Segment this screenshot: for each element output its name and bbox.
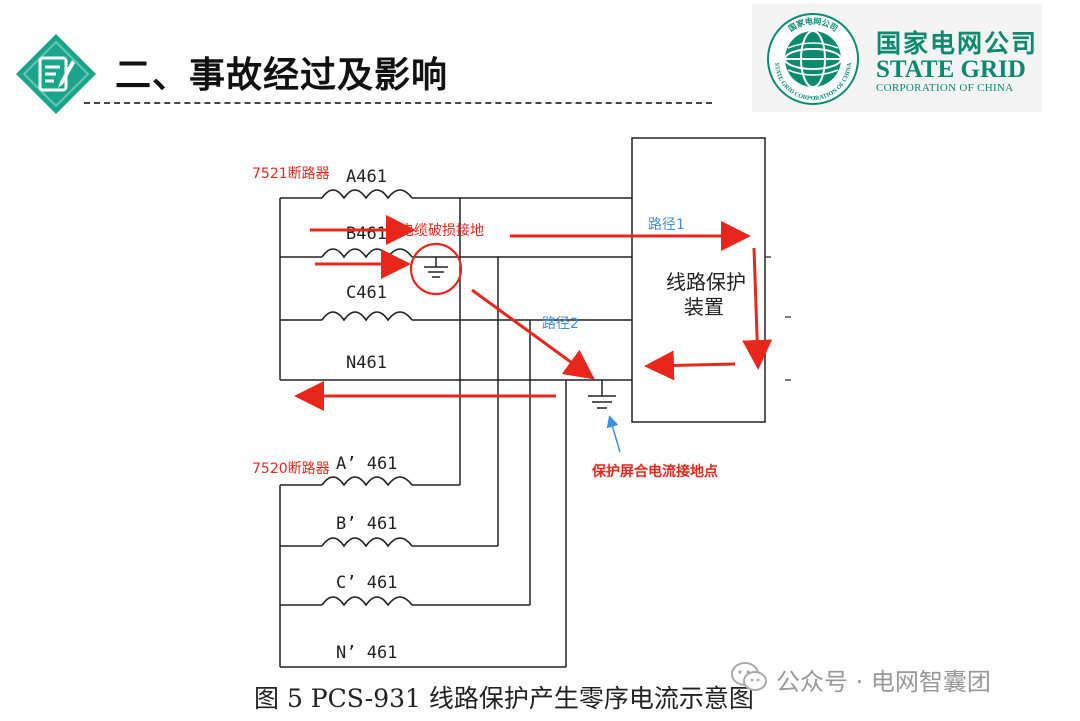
coil-label-a-prime-461: A’ 461 — [336, 454, 397, 474]
fault-label: 电缆破损接地 — [400, 222, 484, 239]
flow-arrow — [644, 350, 736, 381]
wechat-icon — [731, 662, 767, 691]
coil-label-n461: N461 — [346, 353, 387, 373]
coil-c461 — [321, 311, 413, 322]
fault-ground-icon — [424, 257, 448, 278]
flow-arrow — [471, 288, 595, 380]
breaker-7521-label: 7521断路器 — [252, 166, 330, 182]
line-protection-device — [631, 137, 766, 423]
upper-breaker-wiring — [279, 197, 632, 381]
document-edit-icon — [16, 34, 96, 114]
coil-a-prime-461 — [321, 476, 413, 487]
flow-arrow — [742, 247, 773, 370]
logo-english-subtitle: CORPORATION OF CHINA — [876, 82, 1014, 94]
page-title: 二、事故经过及影响 — [115, 55, 449, 96]
coil-label-c461: C461 — [346, 283, 387, 303]
ground-point-label: 保护屏合电流接地点 — [591, 463, 718, 480]
logo-english-name: STATE GRID — [876, 56, 1026, 83]
coil-label-a461: A461 — [346, 167, 387, 187]
coil-a461 — [321, 189, 413, 200]
coil-c-prime-461 — [321, 596, 413, 607]
coil-label-b-prime-461: B’ 461 — [336, 514, 397, 534]
path2-label: 路径2 — [542, 316, 579, 332]
fault-point-circle — [409, 242, 463, 296]
device-label-line1: 线路保护 — [666, 270, 746, 294]
device-label-line2: 装置 — [684, 295, 724, 319]
coil-b-prime-461 — [321, 537, 413, 548]
path1-label: 路径1 — [648, 217, 685, 233]
panel-ground-icon — [588, 380, 616, 409]
globe-emblem-icon: 国家电网公司 STATE GRID CORPORATION OF CHINA — [767, 13, 859, 105]
figure-caption: 图 5 PCS-931 线路保护产生零序电流示意图 — [254, 684, 754, 713]
current-flow-arrows — [294, 215, 773, 411]
ground-point-pointer — [606, 415, 621, 453]
logo-chinese-name: 国家电网公司 — [876, 29, 1039, 58]
title-divider — [84, 102, 712, 104]
diagram-background — [240, 130, 797, 690]
coil-label-n-prime-461: N’ 461 — [336, 643, 397, 663]
state-grid-logo: 国家电网公司 STATE GRID CORPORATION OF CHINA 国… — [752, 4, 1042, 112]
coil-label-c-prime-461: C’ 461 — [336, 573, 397, 593]
coil-label-b461: B461 — [346, 224, 387, 244]
breaker-7520-label: 7520断路器 — [252, 461, 330, 477]
lower-breaker-wiring — [279, 198, 567, 668]
zero-sequence-circuit-diagram: 线路保护 装置 — [240, 130, 797, 690]
watermark-text: 公众号 · 电网智囊团 — [776, 668, 991, 696]
